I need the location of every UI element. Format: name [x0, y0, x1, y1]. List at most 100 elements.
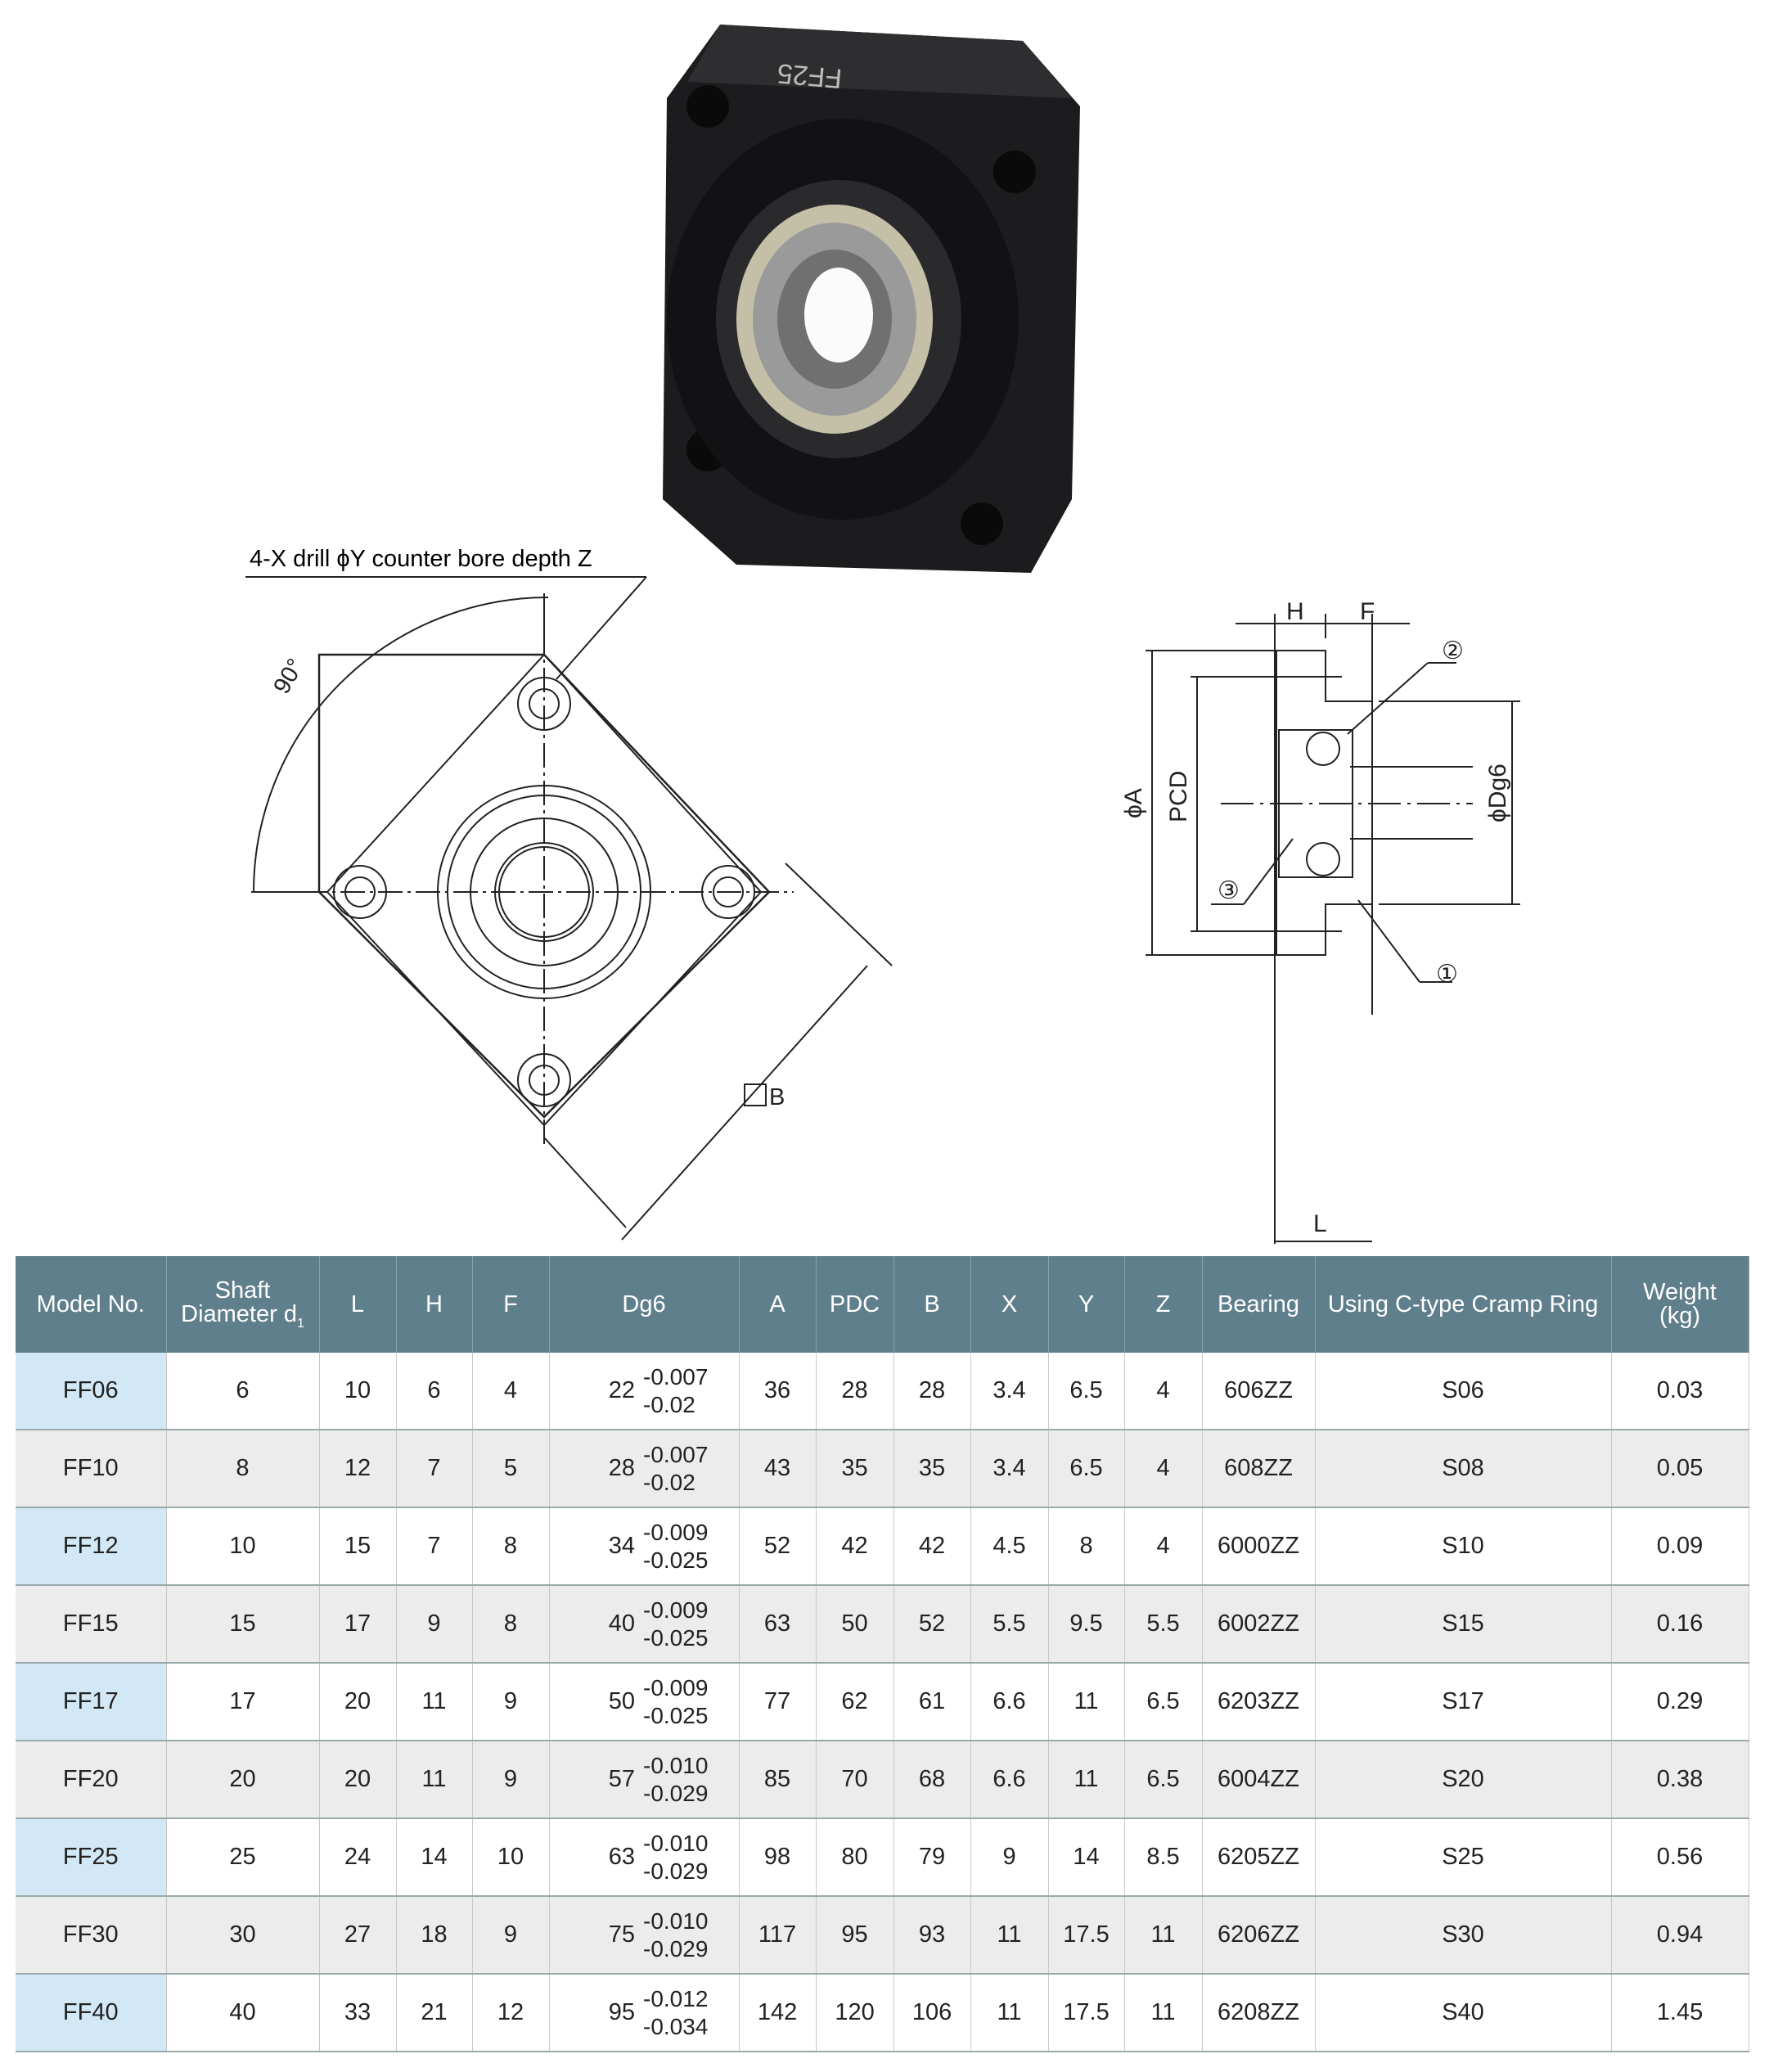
cell-d: 40 — [166, 1974, 320, 2052]
cell-bearing: 6002ZZ — [1202, 1585, 1316, 1664]
cell-y: 8 — [1048, 1507, 1125, 1586]
cell-tolerance: -0.010-0.029 — [641, 1741, 740, 1819]
col-model: Model No. — [16, 1256, 167, 1353]
cell-d: 15 — [166, 1585, 320, 1664]
cell-h: 11 — [396, 1663, 473, 1741]
col-a: A — [739, 1256, 817, 1353]
cell-bearing: 6004ZZ — [1202, 1741, 1316, 1819]
cell-b: 42 — [894, 1507, 971, 1586]
cell-pdc: 80 — [816, 1818, 894, 1897]
cell-f: 9 — [472, 1896, 550, 1975]
cell-model: FF15 — [16, 1585, 167, 1664]
cell-z: 11 — [1124, 1974, 1203, 2052]
cell-d: 10 — [166, 1507, 320, 1586]
cell-h: 7 — [396, 1430, 473, 1508]
cell-y: 11 — [1048, 1663, 1125, 1741]
cell-x: 3.4 — [970, 1430, 1049, 1508]
cell-z: 4 — [1124, 1430, 1203, 1508]
cell-weight: 0.16 — [1611, 1585, 1749, 1664]
col-z: Z — [1124, 1256, 1203, 1353]
cell-l: 24 — [319, 1818, 397, 1897]
col-bearing: Bearing — [1202, 1256, 1316, 1353]
cell-model: FF12 — [16, 1507, 167, 1586]
cell-d: 8 — [166, 1430, 320, 1508]
dim-a: ϕA — [1120, 788, 1147, 818]
cell-tolerance: -0.010-0.029 — [641, 1818, 740, 1897]
cell-l: 15 — [319, 1507, 397, 1586]
cell-z: 6.5 — [1124, 1663, 1203, 1741]
cell-tolerance: -0.007-0.02 — [641, 1353, 740, 1430]
cell-ring: S40 — [1315, 1974, 1612, 2052]
cell-weight: 0.94 — [1611, 1896, 1749, 1975]
cell-b: 28 — [894, 1353, 971, 1430]
cell-z: 11 — [1124, 1896, 1203, 1975]
cell-z: 4 — [1124, 1507, 1203, 1586]
cell-x: 4.5 — [970, 1507, 1049, 1586]
callout-2: ② — [1442, 637, 1464, 664]
cell-pdc: 95 — [816, 1896, 894, 1975]
cell-d: 75 — [549, 1896, 641, 1975]
cell-model: FF17 — [16, 1663, 167, 1741]
square-label: B — [769, 1084, 785, 1110]
cell-model: FF30 — [16, 1896, 167, 1975]
col-weight: Weight(kg) — [1611, 1256, 1749, 1353]
cell-a: 36 — [739, 1353, 817, 1430]
cell-tolerance: -0.009-0.025 — [641, 1585, 740, 1664]
cell-model: FF10 — [16, 1430, 167, 1508]
cell-b: 61 — [894, 1663, 971, 1741]
cell-model: FF25 — [16, 1818, 167, 1897]
cell-ring: S25 — [1315, 1818, 1612, 1897]
cell-d: 40 — [549, 1585, 641, 1664]
cell-a: 98 — [739, 1818, 817, 1897]
product-photo: FF25 — [663, 25, 1080, 573]
cell-pdc: 70 — [816, 1741, 894, 1819]
cell-pdc: 35 — [816, 1430, 894, 1508]
dim-l: L — [1313, 1210, 1327, 1237]
cell-y: 9.5 — [1048, 1585, 1125, 1664]
cell-d: 6 — [166, 1353, 320, 1430]
cell-d: 22 — [549, 1353, 641, 1430]
cell-ring: S06 — [1315, 1353, 1612, 1430]
cell-a: 117 — [739, 1896, 817, 1975]
cell-pdc: 50 — [816, 1585, 894, 1664]
callout-3: ③ — [1218, 877, 1240, 904]
cell-y: 6.5 — [1048, 1430, 1125, 1508]
cell-l: 12 — [319, 1430, 397, 1508]
cell-pdc: 28 — [816, 1353, 894, 1430]
cell-h: 7 — [396, 1507, 473, 1586]
cell-bearing: 608ZZ — [1202, 1430, 1316, 1508]
cell-weight: 1.45 — [1611, 1974, 1749, 2052]
col-b: B — [894, 1256, 971, 1353]
cell-x: 6.6 — [970, 1663, 1049, 1741]
callout-1: ① — [1436, 961, 1458, 988]
cell-pdc: 120 — [816, 1974, 894, 2052]
cell-x: 6.6 — [970, 1741, 1049, 1819]
cell-f: 10 — [472, 1818, 550, 1897]
cell-l: 33 — [319, 1974, 397, 2052]
cell-bearing: 6000ZZ — [1202, 1507, 1316, 1586]
cell-d: 50 — [549, 1663, 641, 1741]
cell-ring: S15 — [1315, 1585, 1612, 1664]
cell-tolerance: -0.009-0.025 — [641, 1663, 740, 1741]
col-pdc: PDC — [816, 1256, 894, 1353]
cell-f: 9 — [472, 1741, 550, 1819]
cell-weight: 0.03 — [1611, 1353, 1749, 1430]
cell-a: 43 — [739, 1430, 817, 1508]
side-view-drawing: H F L ϕA PCD ϕDg6 ② ③ ① — [1120, 598, 1520, 1244]
dim-d: ϕDg6 — [1484, 763, 1511, 822]
cell-f: 8 — [472, 1585, 550, 1664]
cell-d: 20 — [166, 1741, 320, 1819]
cell-y: 17.5 — [1048, 1974, 1125, 2052]
cell-x: 5.5 — [970, 1585, 1049, 1664]
cell-bearing: 6206ZZ — [1202, 1896, 1316, 1975]
cell-z: 4 — [1124, 1353, 1203, 1430]
cell-bearing: 6203ZZ — [1202, 1663, 1316, 1741]
cell-l: 20 — [319, 1741, 397, 1819]
cell-tolerance: -0.010-0.029 — [641, 1896, 740, 1975]
cell-x: 11 — [970, 1974, 1049, 2052]
cell-z: 6.5 — [1124, 1741, 1203, 1819]
